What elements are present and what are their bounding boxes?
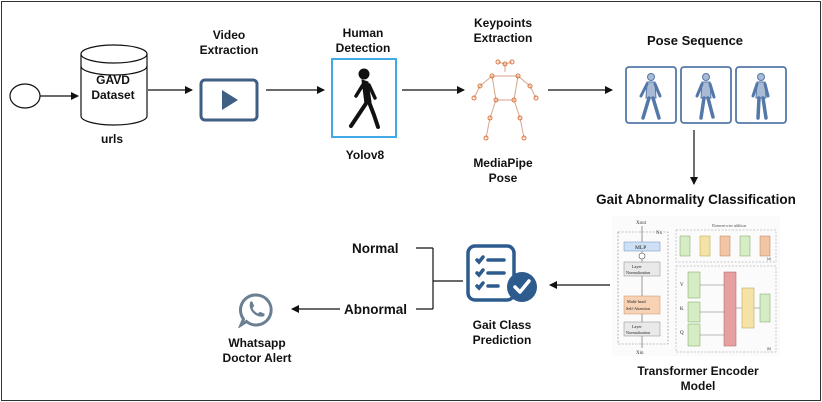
pose-sequence-frames — [625, 66, 787, 124]
fig-panel-a: (a) — [767, 257, 772, 261]
whatsapp-alert-label: Whatsapp Doctor Alert — [222, 336, 292, 365]
gait-class-prediction-label: Gait Class Prediction — [472, 318, 532, 347]
urls-label: urls — [100, 132, 123, 146]
database-icon — [80, 44, 148, 126]
svg-text:Layer: Layer — [632, 324, 642, 329]
pose-skeleton-image — [471, 59, 539, 141]
svg-text:Multi-head: Multi-head — [627, 299, 647, 304]
yolov8-label: Yolov8 — [345, 148, 385, 162]
fig-xin: Xin — [636, 351, 644, 356]
fig-k: K — [680, 307, 684, 312]
transformer-encoder-label: Transformer Encoder Model — [637, 364, 759, 393]
whatsapp-icon — [238, 293, 273, 328]
human-detection-image — [331, 58, 397, 138]
start-node — [9, 83, 41, 109]
fig-v: V — [680, 283, 684, 288]
human-detection-label: Human Detection — [335, 26, 391, 55]
fig-xout: Xout — [636, 221, 647, 226]
video-play-icon — [199, 78, 259, 122]
bracket-prediction-to-classes — [416, 247, 463, 310]
abnormal-class-label: Abnormal — [344, 302, 408, 317]
transformer-encoder-figure: Xout Nx Xin MLP Layer Normalization Mult… — [612, 216, 780, 356]
svg-text:Self-Attention: Self-Attention — [626, 306, 651, 311]
checklist-check-icon — [466, 244, 537, 302]
svg-text:Layer: Layer — [632, 264, 642, 269]
normal-class-label: Normal — [352, 241, 399, 256]
fig-q: Q — [680, 331, 684, 336]
fig-elementwise: Element-wise addition — [712, 224, 746, 228]
fig-nx: Nx — [656, 231, 663, 236]
dataset-label: GAVD Dataset — [91, 73, 135, 102]
svg-text:Normalization: Normalization — [626, 330, 651, 335]
gait-classification-label: Gait Abnormality Classification — [596, 192, 796, 207]
keypoints-extraction-label: Keypoints Extraction — [473, 16, 533, 45]
video-extraction-label: Video Extraction — [199, 28, 259, 57]
pose-sequence-label: Pose Sequence — [646, 33, 744, 48]
fig-panel-b: (b) — [767, 347, 772, 351]
svg-text:Normalization: Normalization — [626, 270, 651, 275]
mediapipe-pose-label: MediaPipe Pose — [473, 156, 533, 185]
fig-mlp: MLP — [635, 245, 646, 251]
